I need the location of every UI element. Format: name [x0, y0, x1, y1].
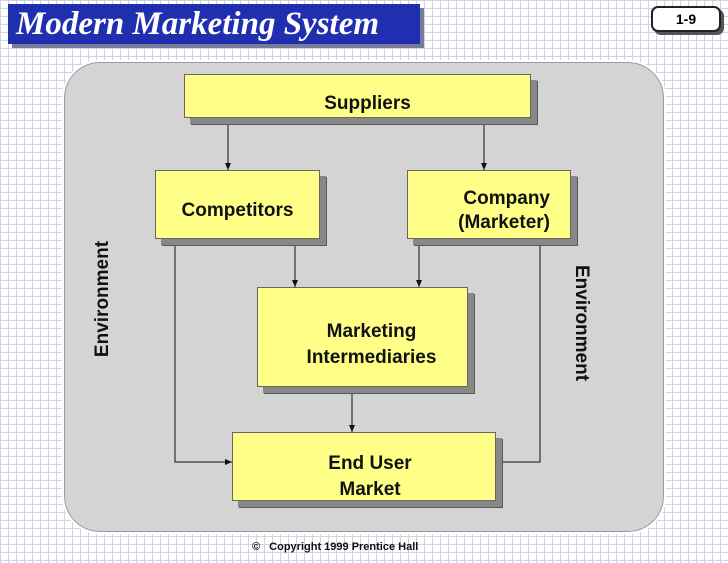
- intermediaries-label-line1: Marketing: [326, 321, 417, 342]
- arrow-competitors-to-enduser: [174, 238, 232, 465]
- end-user-label-line2: Market: [339, 479, 401, 500]
- competitors-label: Competitors: [181, 200, 294, 221]
- end-user-market-box: End User Market: [232, 432, 496, 501]
- intermediaries-label-line2: Intermediaries: [306, 347, 437, 368]
- copyright-text: Copyright 1999 Prentice Hall: [269, 541, 419, 553]
- arrow-company-to-enduser: [478, 238, 541, 465]
- slide-title: Modern Marketing System: [8, 4, 420, 44]
- suppliers-label: Suppliers: [324, 93, 411, 114]
- copyright-footer: © Copyright 1999 Prentice Hall: [252, 541, 452, 559]
- copyright-icon: ©: [252, 541, 261, 553]
- suppliers-box: Suppliers: [184, 74, 531, 118]
- page-number-badge: 1-9: [651, 6, 721, 32]
- marketing-intermediaries-box: Marketing Intermediaries: [257, 287, 468, 387]
- company-box: Company (Marketer): [407, 170, 571, 239]
- end-user-label-line1: End User: [328, 453, 412, 474]
- company-label-line2: (Marketer): [458, 212, 550, 233]
- company-label-line1: Company: [463, 188, 550, 209]
- competitors-box: Competitors: [155, 170, 320, 239]
